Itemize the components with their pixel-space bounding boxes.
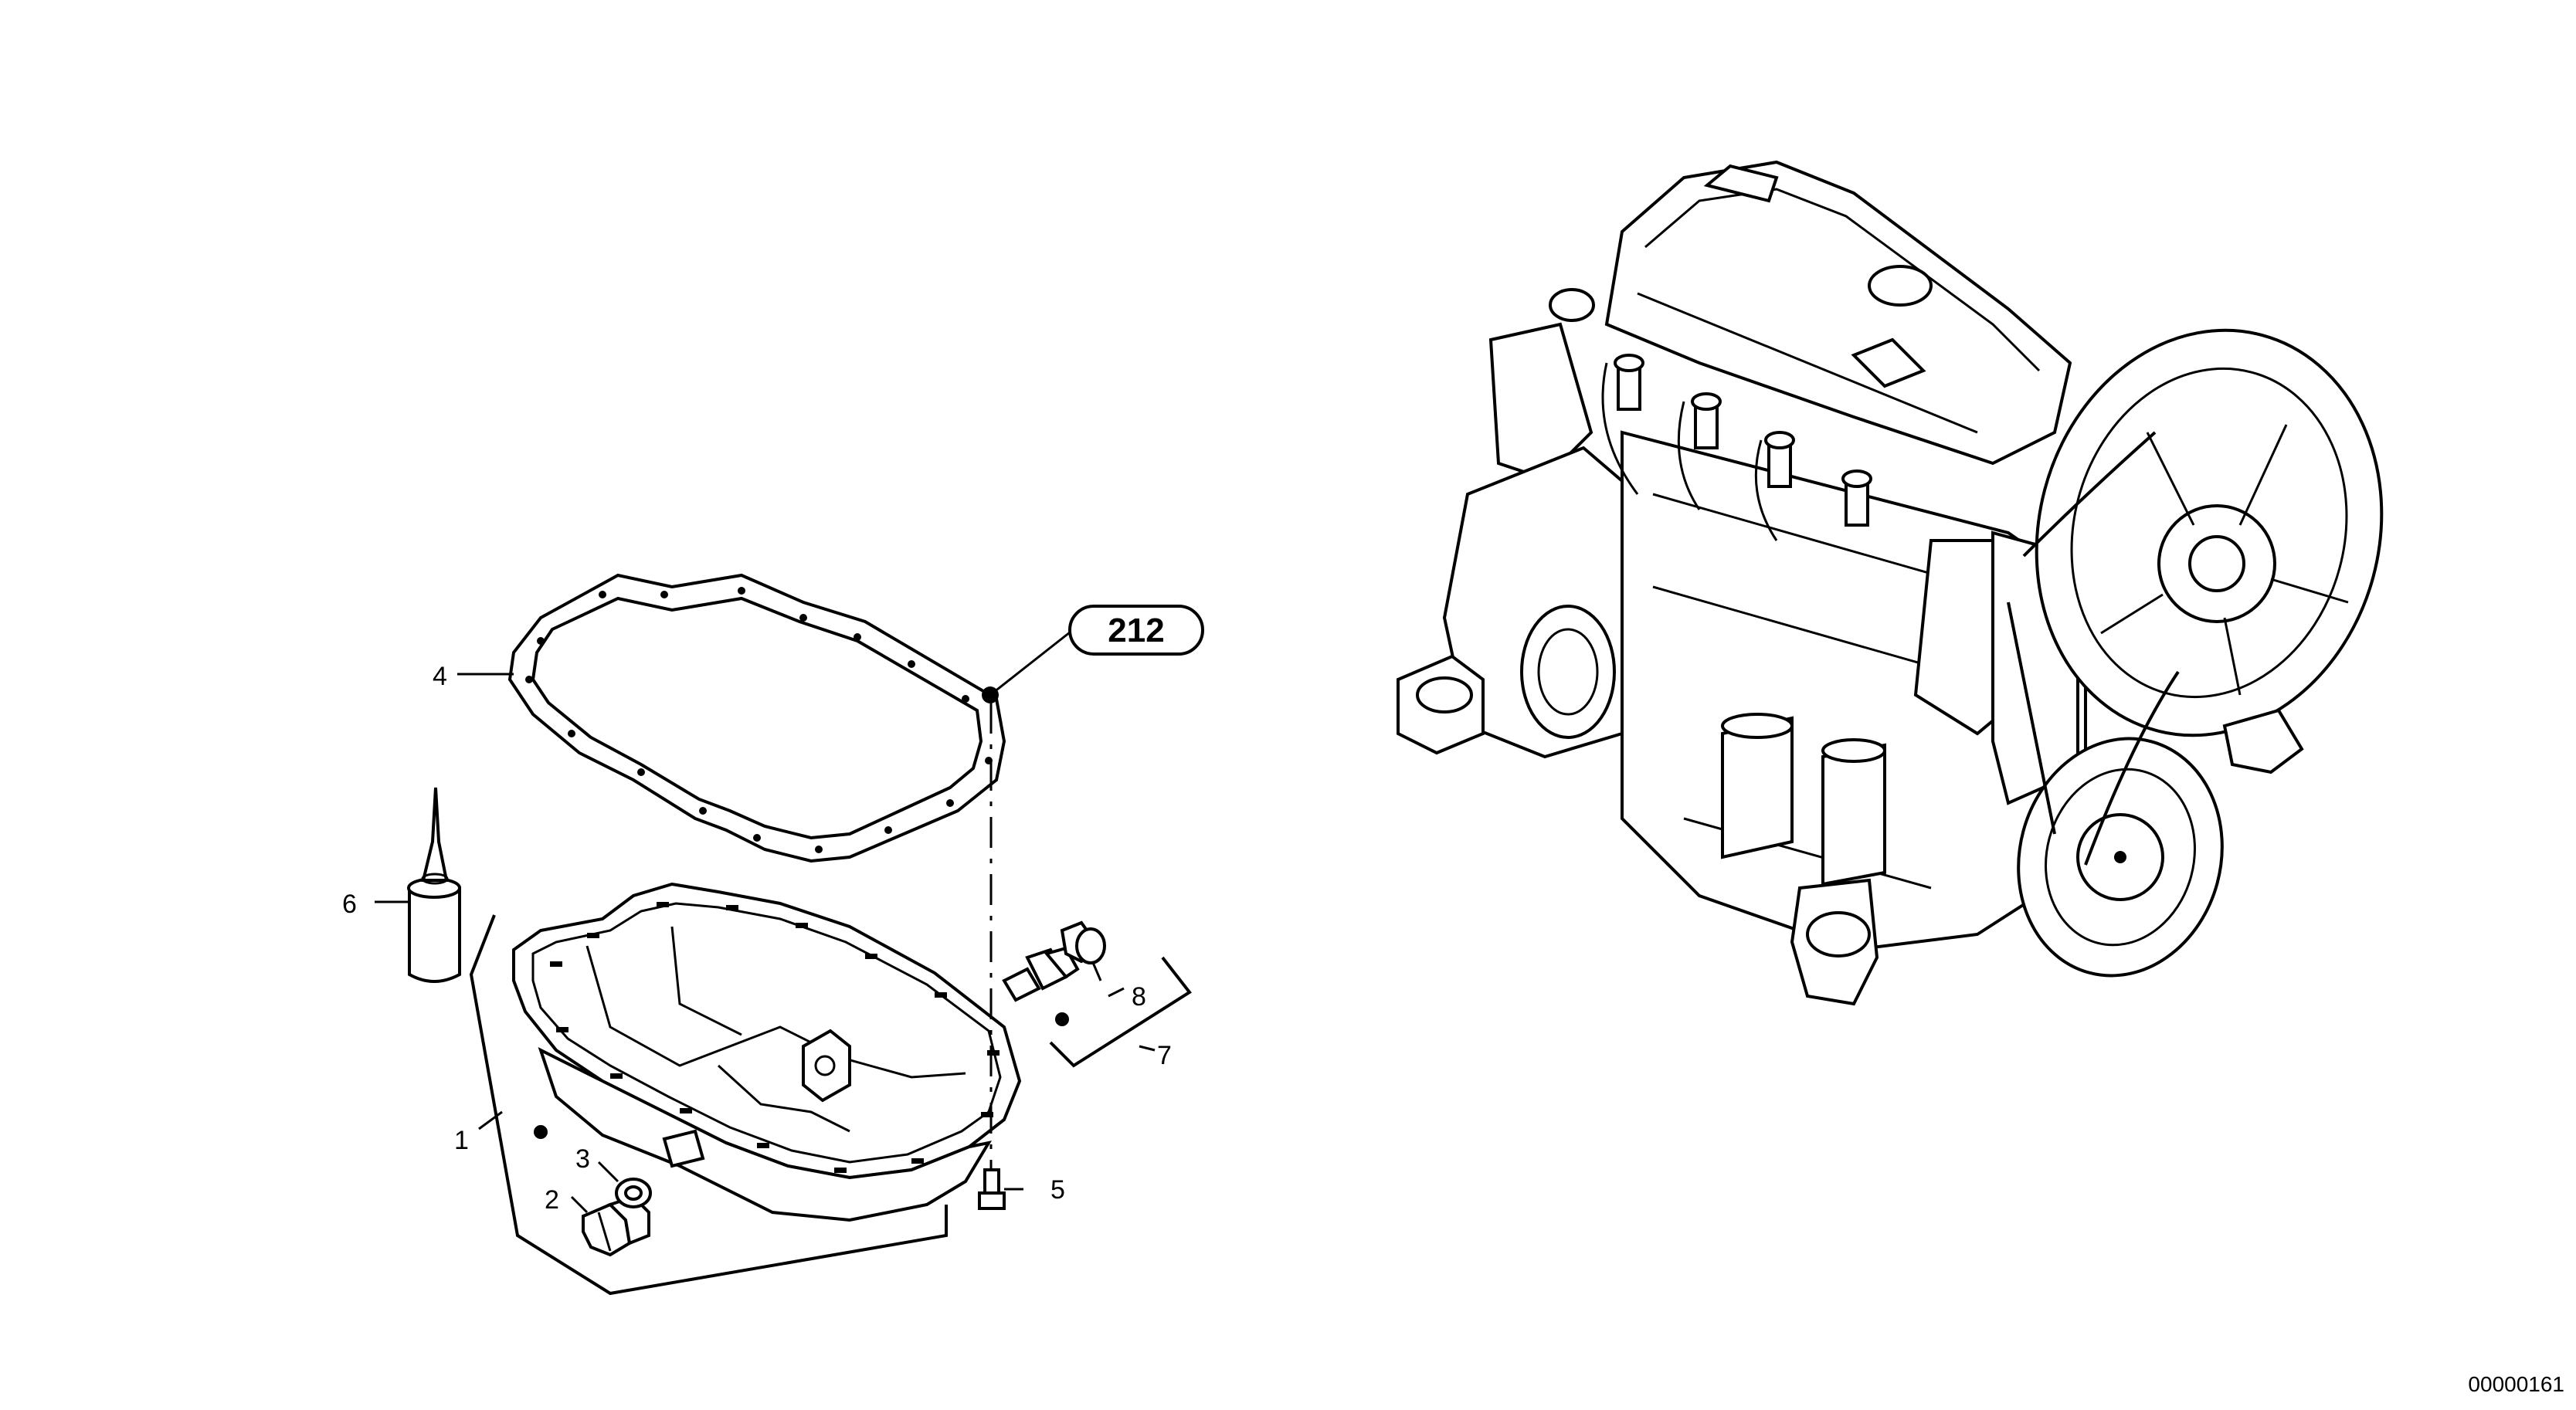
- leader-lines: [375, 628, 1156, 1214]
- bracket-part-7: [1049, 956, 1192, 1068]
- callout-dot: [982, 686, 999, 703]
- oil-pan: [512, 882, 1022, 1222]
- label-part-5: 5: [1050, 1175, 1065, 1205]
- label-part-2: 2: [545, 1185, 559, 1215]
- sealing-washer: [615, 1178, 652, 1208]
- bracket-part-1: [469, 914, 948, 1296]
- engine-assembly-illustration: [1397, 160, 2384, 1006]
- sealant-dot-2: [1055, 1012, 1069, 1026]
- sealant-tube: [407, 787, 461, 983]
- label-part-7: 7: [1157, 1041, 1172, 1070]
- reference-callout-label: 212: [1108, 612, 1164, 649]
- oil-pan-gasket: [507, 573, 1006, 863]
- sealant-dot-1: [534, 1125, 548, 1139]
- label-part-4: 4: [433, 662, 447, 691]
- v-belt: [2007, 431, 2180, 866]
- label-part-3: 3: [575, 1144, 590, 1174]
- crankshaft-pulley: [2017, 737, 2224, 978]
- label-part-8: 8: [1132, 982, 1146, 1012]
- reference-callout: 212: [1068, 605, 1204, 656]
- drawing-number: 00000161: [2468, 1372, 2564, 1396]
- label-part-1: 1: [454, 1126, 469, 1155]
- drain-plug: [582, 1195, 650, 1257]
- label-part-6: 6: [342, 890, 357, 919]
- cooling-fan: [2035, 328, 2384, 737]
- oil-pressure-switch: [1002, 920, 1106, 1002]
- pan-screw: [978, 1168, 1006, 1210]
